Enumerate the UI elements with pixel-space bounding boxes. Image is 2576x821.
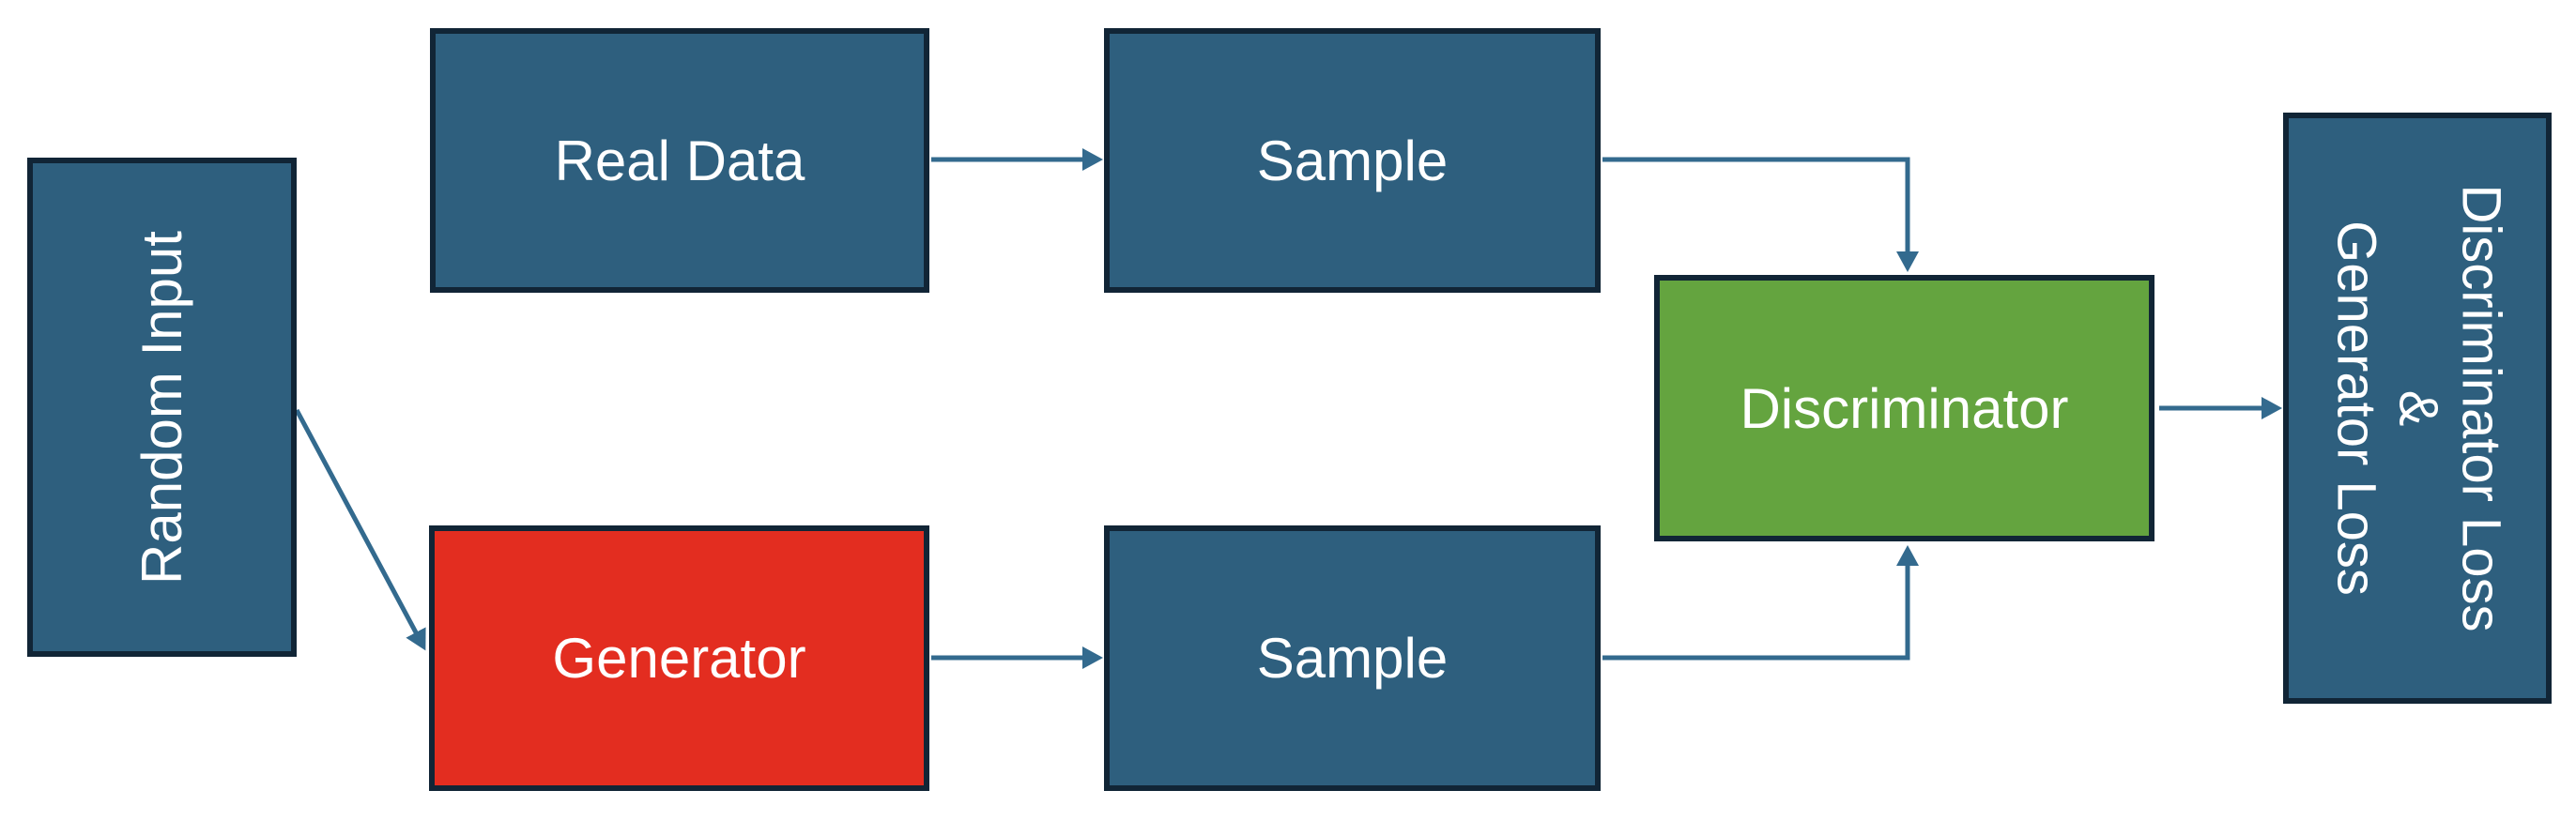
node-loss-output-label: Discriminator Loss & Generator Loss: [2323, 185, 2511, 632]
node-discriminator-label: Discriminator: [1740, 376, 2069, 440]
node-loss-output: Discriminator Loss & Generator Loss: [2283, 113, 2552, 704]
edge-sample-bottom-to-discriminator: [1602, 545, 1919, 661]
node-random-input: Random Input: [27, 158, 297, 657]
node-sample-bottom-label: Sample: [1256, 627, 1449, 690]
node-sample-top-label: Sample: [1256, 129, 1449, 192]
node-discriminator: Discriminator: [1654, 275, 2154, 541]
edge-sample-top-to-discriminator: [1602, 157, 1920, 272]
node-random-input-label: Random Input: [130, 230, 193, 585]
loss-line-ampersand: &: [2387, 389, 2449, 427]
loss-line-discriminator: Discriminator Loss: [2450, 184, 2512, 632]
node-real-data: Real Data: [430, 28, 929, 293]
node-real-data-label: Real Data: [554, 129, 805, 192]
node-generator: Generator: [429, 525, 929, 791]
node-generator-label: Generator: [552, 627, 806, 690]
edge-random-input-to-generator: [294, 408, 426, 651]
node-sample-top: Sample: [1104, 28, 1601, 293]
node-sample-bottom: Sample: [1104, 525, 1601, 791]
loss-line-generator: Generator Loss: [2324, 220, 2386, 596]
